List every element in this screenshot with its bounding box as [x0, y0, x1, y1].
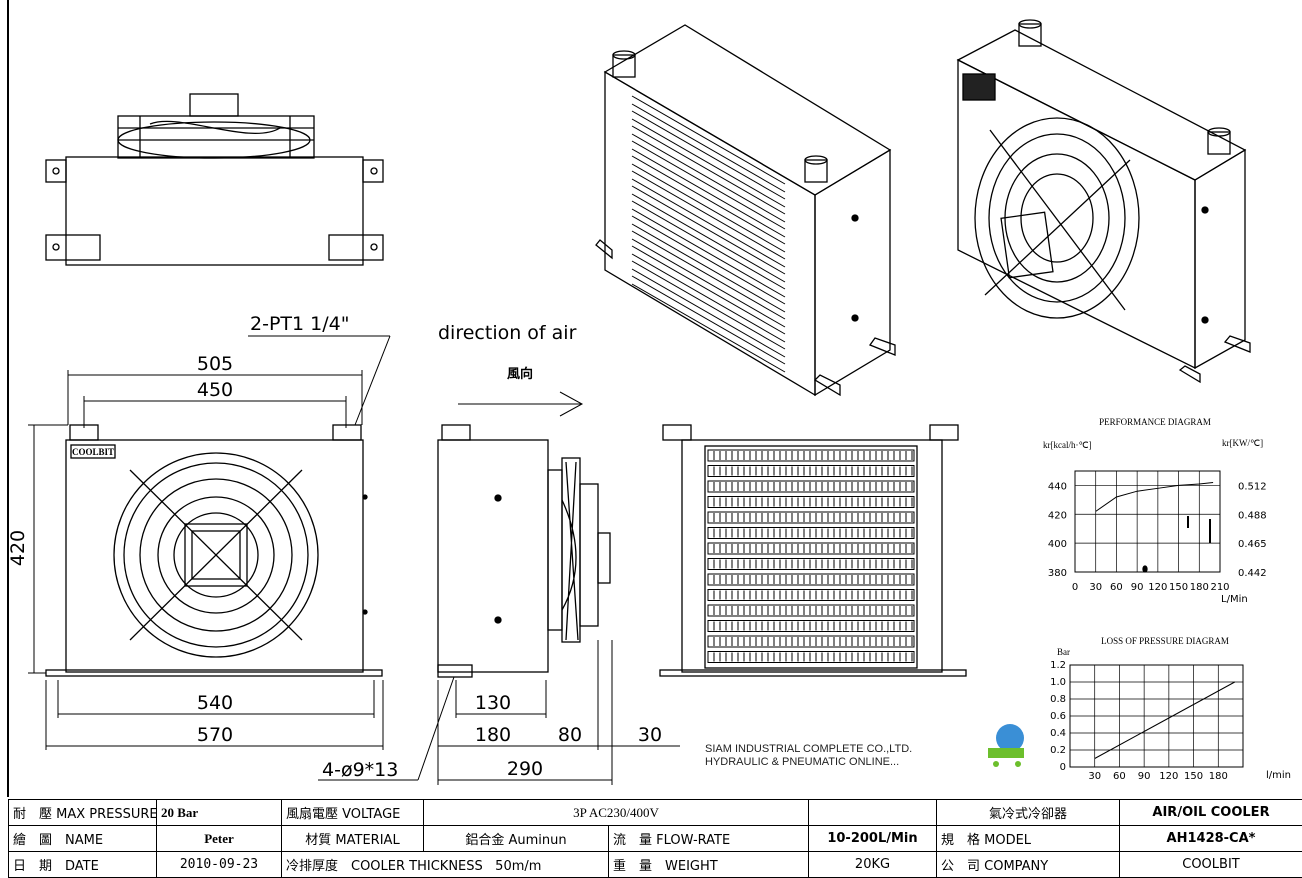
performance-x-tick: 150 — [1169, 582, 1188, 593]
svg-text:HYDRAULIC & PNEUMATIC ONLINE..: HYDRAULIC & PNEUMATIC ONLINE... — [705, 756, 899, 768]
performance-diagram: PERFORMANCE DIAGRAM kr[kcal/h·℃] kr[KW/℃… — [1043, 417, 1267, 605]
brand-plate-text: COOLBIT — [72, 447, 114, 457]
svg-text:SIAM INDUSTRIAL COMPLETE CO.,L: SIAM INDUSTRIAL COMPLETE CO.,LTD. — [705, 743, 912, 755]
weight-value: 20KG — [808, 851, 937, 878]
performance-y2-tick: 0.465 — [1238, 539, 1267, 550]
performance-x-unit: L/Min — [1221, 594, 1248, 605]
performance-y-tick: 440 — [1048, 481, 1067, 492]
pressure-loss-y-tick: 0.4 — [1050, 728, 1066, 739]
model-value: AH1428-CA* — [1119, 825, 1302, 852]
cooler-thickness-value: 50m/m — [495, 859, 542, 874]
pressure-loss-y-tick: 1.0 — [1050, 677, 1066, 688]
pressure-loss-x-tick: 60 — [1113, 771, 1126, 782]
side-view — [437, 424, 611, 678]
air-direction-label-cn: 風向 — [507, 366, 533, 382]
performance-left-unit: kr[kcal/h·℃] — [1043, 440, 1092, 450]
weight-label: 重 量 WEIGHT — [608, 851, 809, 878]
pressure-loss-x-tick: 120 — [1159, 771, 1178, 782]
rear-view — [659, 424, 967, 677]
engineering-drawing: COOLBIT 505 450 420 — [7, 0, 1291, 797]
dim-30: 30 — [638, 724, 662, 746]
air-direction-label: direction of air — [438, 322, 577, 344]
pressure-loss-diagram: LOSS OF PRESSURE DIAGRAM Bar l/min 1.2 1.… — [1050, 636, 1291, 782]
pressure-loss-y-tick: 0 — [1060, 762, 1066, 773]
dim-80: 80 — [558, 724, 582, 746]
material-label: 材質 MATERIAL — [281, 825, 424, 852]
performance-y-tick: 380 — [1048, 568, 1067, 579]
port-label: 2-PT1 1/4" — [250, 313, 349, 335]
date-value: 2010-09-23 — [156, 851, 282, 878]
performance-x-tick: 90 — [1131, 582, 1144, 593]
pressure-loss-x-tick: 180 — [1209, 771, 1228, 782]
pressure-loss-curve — [1094, 681, 1236, 759]
pressure-loss-x-unit: l/min — [1266, 770, 1291, 781]
pressure-loss-y-unit: Bar — [1057, 647, 1070, 657]
max-pressure-label: 耐 壓 MAX PRESSURE — [8, 799, 157, 826]
performance-x-tick: 120 — [1148, 582, 1167, 593]
performance-x-tick: 0 — [1072, 582, 1078, 593]
cooler-thickness-label: 冷排厚度 COOLER THICKNESS 50m/m — [281, 851, 609, 878]
performance-right-unit: kr[KW/℃] — [1222, 438, 1263, 448]
pressure-loss-y-tick: 0.2 — [1050, 745, 1066, 756]
performance-y-tick: 400 — [1048, 539, 1067, 550]
dim-130: 130 — [475, 692, 511, 714]
flow-rate-label: 流 量 FLOW-RATE — [608, 825, 809, 852]
company-label: 公 司 COMPANY — [936, 851, 1120, 878]
pressure-loss-x-tick: 90 — [1138, 771, 1151, 782]
voltage-value: 3P AC230/400V — [423, 799, 809, 826]
dim-540: 540 — [197, 692, 233, 714]
performance-x-tick: 30 — [1089, 582, 1102, 593]
performance-y2-tick: 0.512 — [1238, 481, 1267, 492]
performance-x-tick: 180 — [1190, 582, 1209, 593]
front-view-dimensions — [28, 335, 455, 781]
pressure-loss-y-tick: 1.2 — [1050, 660, 1066, 671]
watermark: SIAM INDUSTRIAL COMPLETE CO.,LTD. HYDRAU… — [705, 724, 1024, 768]
side-view-dimensions — [437, 391, 680, 785]
date-label: 日 期 DATE — [8, 851, 157, 878]
company-value: COOLBIT — [1119, 851, 1302, 878]
pressure-loss-title: LOSS OF PRESSURE DIAGRAM — [1101, 636, 1229, 646]
material-value: 鋁合金 Auminun — [423, 825, 609, 852]
dim-450: 450 — [197, 379, 233, 401]
title-block: 耐 壓 MAX PRESSURE 20 Bar 風扇電壓 VOLTAGE 3P … — [8, 799, 1302, 878]
dim-505: 505 — [197, 353, 233, 375]
front-view: COOLBIT — [45, 424, 383, 677]
product-type-value: AIR/OIL COOLER — [1119, 799, 1302, 826]
model-label: 規 格 MODEL — [936, 825, 1120, 852]
iso-view-core — [595, 24, 896, 397]
performance-curve — [1095, 482, 1214, 512]
top-view — [45, 93, 384, 266]
flow-rate-value: 10-200L/Min — [808, 825, 937, 852]
iso-view-fan — [956, 19, 1251, 384]
blank-cell — [808, 799, 937, 826]
performance-title: PERFORMANCE DIAGRAM — [1099, 417, 1211, 427]
drawn-by-label: 繪 圖 NAME — [8, 825, 157, 852]
performance-y2-tick: 0.442 — [1238, 568, 1267, 579]
drawn-by-value: Peter — [156, 825, 282, 852]
pressure-loss-y-tick: 0.6 — [1050, 711, 1066, 722]
pressure-loss-x-tick: 30 — [1088, 771, 1101, 782]
dim-420: 420 — [7, 530, 29, 566]
product-type-label: 氣冷式冷卻器 — [936, 799, 1120, 826]
max-pressure-value: 20 Bar — [156, 799, 282, 826]
pressure-loss-y-tick: 0.8 — [1050, 694, 1066, 705]
dim-180: 180 — [475, 724, 511, 746]
performance-x-tick: 60 — [1110, 582, 1123, 593]
performance-y-tick: 420 — [1048, 510, 1067, 521]
mounting-holes-label: 4-ø9*13 — [322, 759, 398, 781]
dim-290: 290 — [507, 758, 543, 780]
performance-y2-tick: 0.488 — [1238, 510, 1267, 521]
dim-570: 570 — [197, 724, 233, 746]
voltage-label: 風扇電壓 VOLTAGE — [281, 799, 424, 826]
pressure-loss-x-tick: 150 — [1184, 771, 1203, 782]
performance-x-tick: 210 — [1210, 582, 1229, 593]
